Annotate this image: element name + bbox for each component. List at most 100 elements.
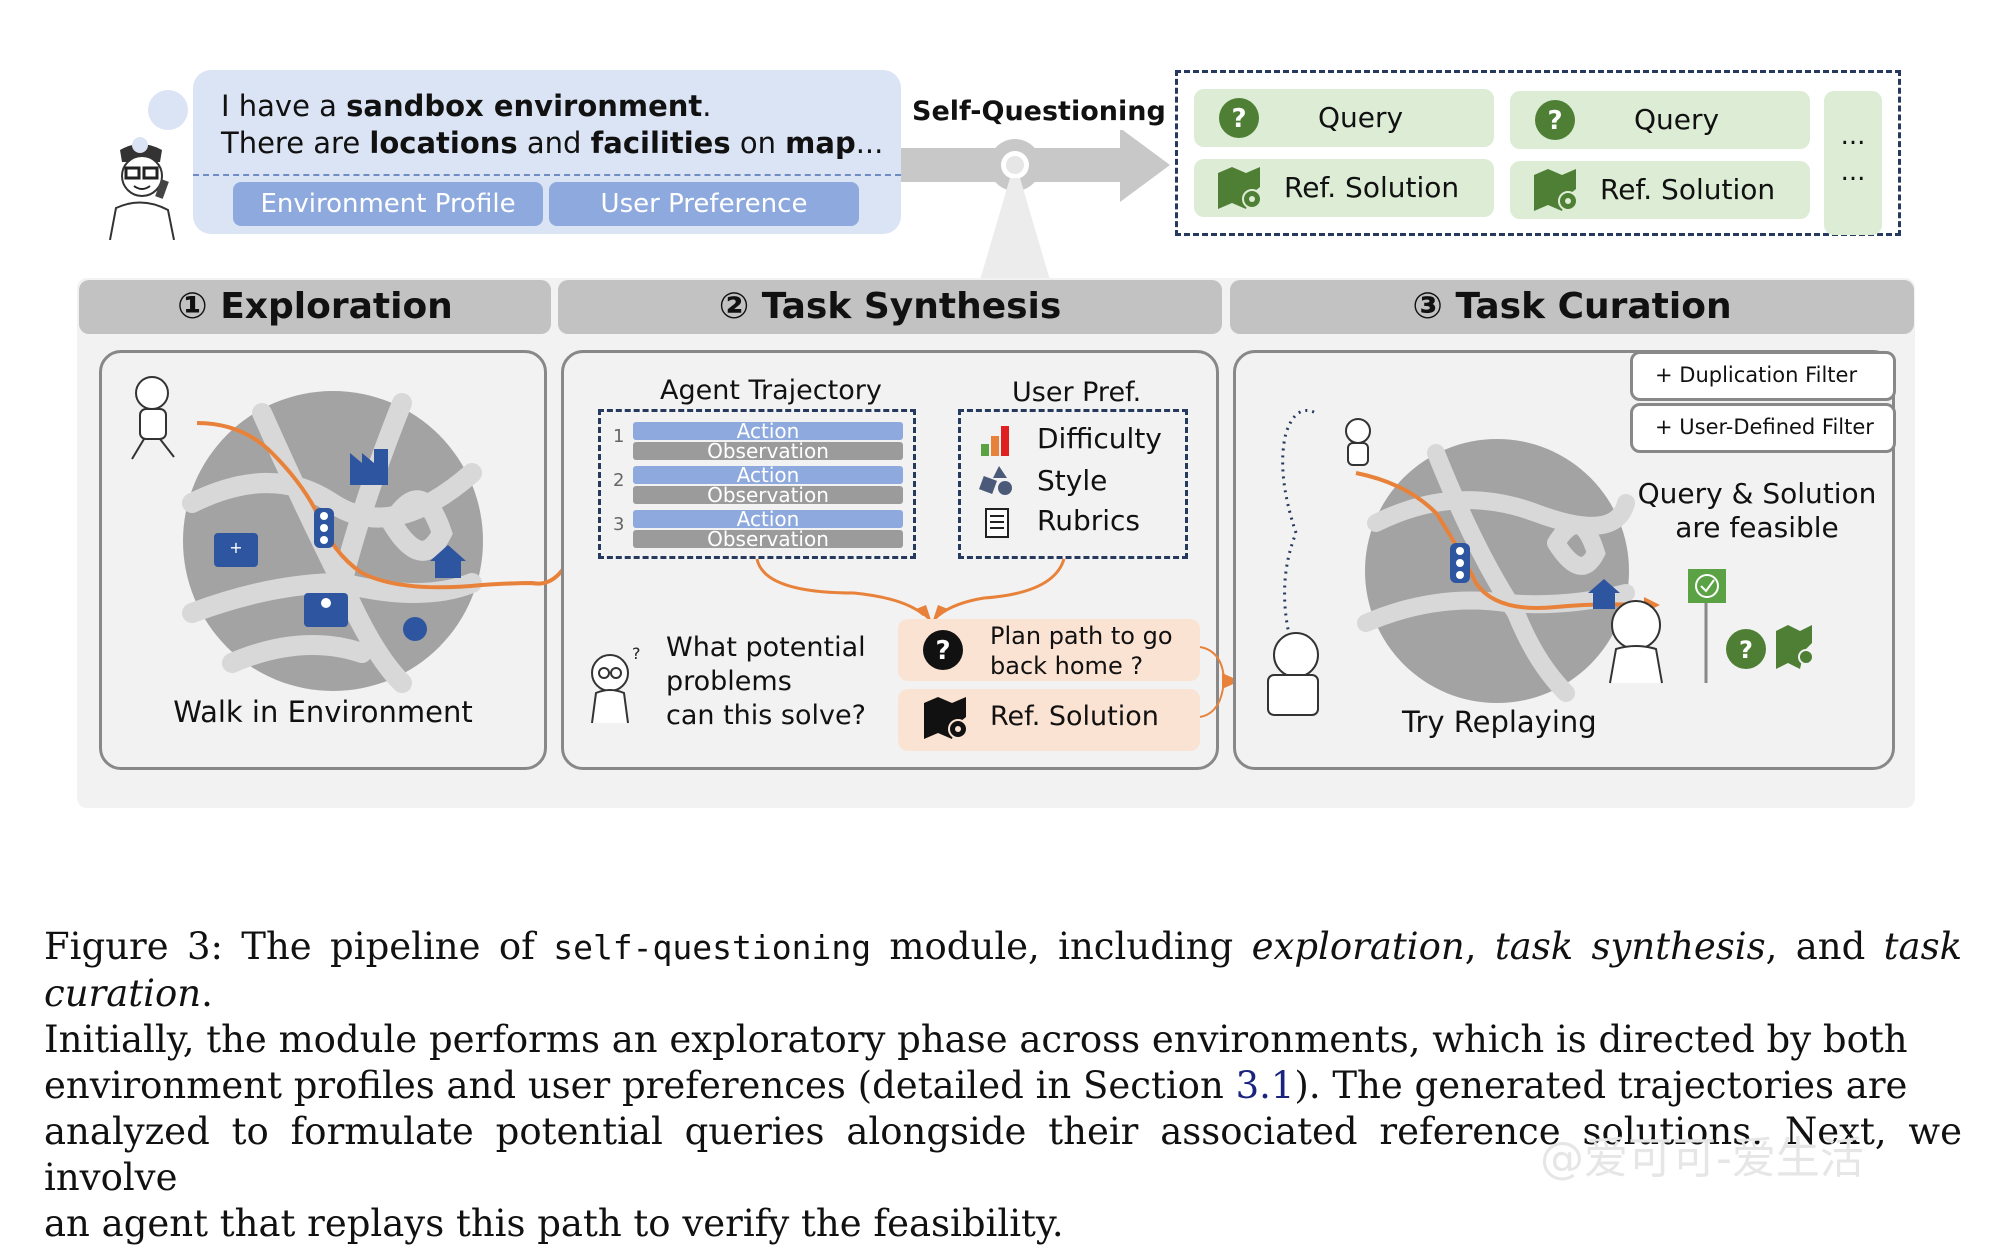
solution-cell: Ref. Solution [1510, 161, 1810, 219]
thinking-agent-icon: ? [582, 643, 642, 727]
prompt-divider [193, 174, 901, 176]
exploration-map: + [131, 376, 584, 693]
caption-line: Figure 3: The pipeline of self-questioni… [44, 925, 1962, 1015]
map-reading-agent-icon [1267, 632, 1319, 716]
map-pin-icon [1776, 625, 1814, 669]
step-number: 1 [613, 426, 625, 447]
caption-line: an agent that replays this path to verif… [44, 1202, 1064, 1245]
figure-caption: Figure 3: The pipeline of self-questioni… [44, 924, 1962, 1247]
curation-map: ? [1267, 409, 1814, 716]
task-curation-card: + Duplication Filter + User-Defined Filt… [1233, 350, 1896, 770]
svg-text:+: + [229, 538, 242, 557]
generated-solution-cell: Ref. Solution [898, 689, 1200, 751]
walk-in-environment-label: Walk in Environment [173, 695, 473, 729]
synthesis-arrows [755, 558, 1066, 623]
arrow-spotlight [980, 178, 1050, 280]
watermark: @爱可可-爱生活 [1540, 1133, 1864, 1184]
observation-bar: Observation [633, 441, 903, 461]
exploration-path [196, 421, 574, 590]
stage-header-task-synthesis: ② Task Synthesis [558, 280, 1222, 334]
rubrics-checklist-icon [985, 508, 1009, 542]
generated-tasks-box: ? Query Ref. Solution ? Query Ref. Solut… [1175, 70, 1901, 236]
step-number: 2 [613, 470, 625, 491]
svg-text:?: ? [632, 644, 641, 663]
query-label: Query [1634, 103, 1720, 136]
query-cell: ? Query [1510, 91, 1810, 149]
user-defined-filter: + User-Defined Filter [1630, 403, 1896, 453]
exploration-card: + Walk in Environment [99, 350, 584, 770]
solution-cell: Ref. Solution [1194, 159, 1494, 217]
section-reference-link[interactable]: 3.1 [1235, 1064, 1295, 1107]
traffic-light-icon [1450, 543, 1470, 583]
map-pin-icon [920, 695, 970, 749]
walking-agent-icon [1345, 418, 1371, 466]
svg-text:?: ? [1231, 104, 1246, 134]
svg-text:?: ? [1739, 636, 1753, 664]
factory-icon [350, 449, 388, 485]
pref-rubrics: Rubrics [1037, 504, 1140, 537]
hospital-icon: + [214, 533, 258, 567]
user-figure [100, 140, 190, 241]
prompt-bubble: I have a sandbox environment. There are … [193, 70, 901, 234]
observation-bar: Observation [633, 485, 903, 505]
happy-user-icon [1609, 600, 1663, 684]
svg-text:?: ? [935, 636, 950, 666]
thought-bubble-dot [148, 90, 188, 130]
difficulty-bars-icon [981, 426, 1011, 460]
dotted-trail [1281, 409, 1317, 644]
agent-trajectory-title: Agent Trajectory [660, 375, 882, 406]
stage-header-exploration: ① Exploration [79, 280, 551, 334]
school-icon [304, 593, 348, 627]
question-icon: ? [1218, 97, 1260, 159]
prompt-line-1: I have a sandbox environment. [221, 89, 712, 123]
stage-header-task-curation: ③ Task Curation [1230, 280, 1914, 334]
solution-text: Ref. Solution [990, 701, 1159, 732]
svg-text:?: ? [1547, 106, 1562, 136]
user-pref-title: User Pref. [1012, 377, 1142, 408]
pref-style: Style [1037, 464, 1108, 497]
ellipsis: ... [1840, 121, 1866, 151]
query-label: Query [1318, 101, 1404, 134]
duplication-filter: + Duplication Filter [1630, 351, 1896, 401]
replay-path [1355, 471, 1647, 610]
traffic-light-icon [314, 508, 334, 548]
agent-trajectory-box: 1 Action Observation 2 Action Observatio… [598, 409, 916, 559]
caption-line: Initially, the module performs an explor… [44, 1018, 1908, 1061]
home-icon [1588, 579, 1620, 609]
more-tasks-cell: ... ... [1824, 91, 1882, 235]
action-bar: Action [633, 421, 903, 441]
prompt-line-2: There are locations and facilities on ma… [221, 126, 884, 160]
query-cell: ? Query [1194, 89, 1494, 147]
ellipsis: ... [1840, 157, 1866, 187]
task-synthesis-card: Agent Trajectory 1 Action Observation 2 … [561, 350, 1240, 770]
self-questioning-label: Self-Questioning [912, 96, 1166, 127]
step-number: 3 [613, 514, 625, 535]
question-icon: ? [922, 629, 964, 675]
question-icon: ? [1726, 629, 1766, 669]
caption-line: analyzed to formulate potential queries … [44, 1110, 1962, 1199]
style-shapes-icon [979, 466, 1015, 500]
apple-icon [403, 617, 427, 641]
try-replaying-label: Try Replaying [1402, 705, 1597, 739]
action-bar: Action [633, 509, 903, 529]
action-bar: Action [633, 465, 903, 485]
pref-difficulty: Difficulty [1037, 422, 1162, 455]
observation-bar: Observation [633, 529, 903, 549]
question-icon: ? [1534, 99, 1576, 161]
walking-agent-icon [131, 376, 175, 460]
self-questioning-arrow [901, 130, 1170, 280]
user-preference-pill: User Preference [549, 182, 859, 226]
synthesis-to-curation-arrow [1200, 646, 1240, 718]
user-pref-box: Difficulty Style Rubrics [958, 409, 1188, 559]
check-sign-icon [1688, 569, 1726, 683]
map-pin-icon [1214, 165, 1264, 235]
map-pin-icon [1530, 167, 1580, 237]
solution-label: Ref. Solution [1600, 173, 1776, 206]
home-icon [430, 545, 466, 578]
environment-profile-pill: Environment Profile [233, 182, 543, 226]
thought-bubble-dot [132, 137, 148, 153]
